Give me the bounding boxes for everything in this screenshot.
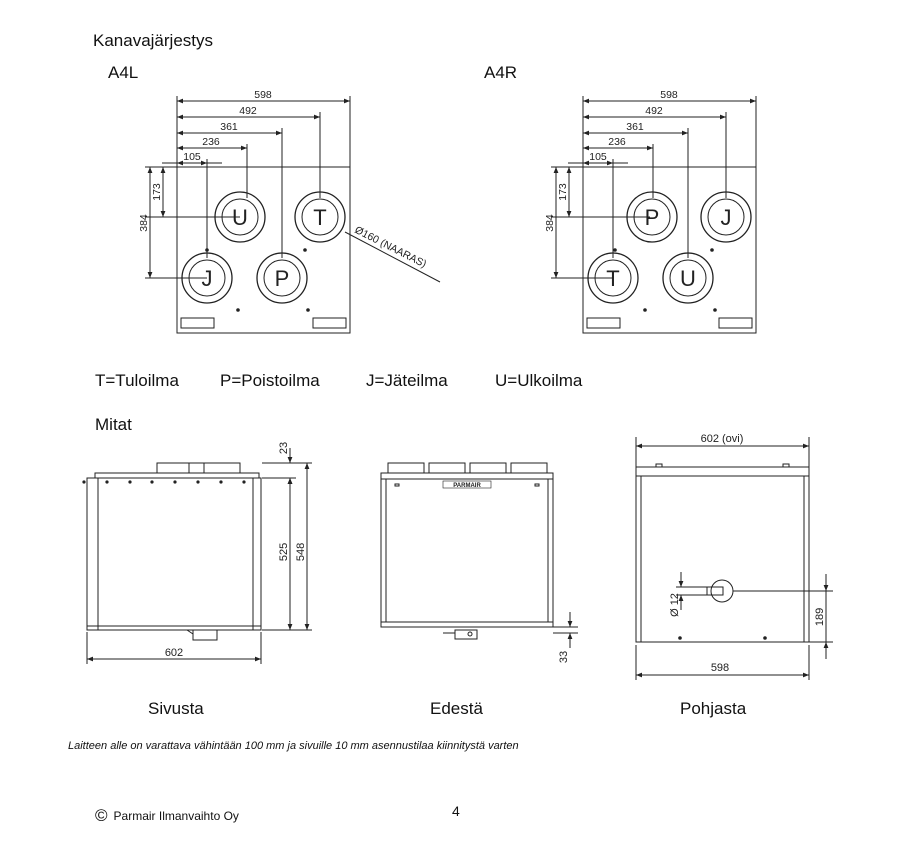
a4l-label: A4L xyxy=(108,63,139,82)
legend-t: T=Tuloilma xyxy=(95,371,179,390)
front-view-body xyxy=(380,478,554,628)
a4l-diameter-note: Ø160 (NAARAS) xyxy=(353,224,429,270)
a4l-port-u-label: U xyxy=(232,205,248,230)
caption-edesta: Edestä xyxy=(430,699,483,718)
a4r-port-j-label: J xyxy=(721,205,732,230)
a4l-port-p xyxy=(256,252,308,304)
a4l-port-j-label: J xyxy=(202,266,213,291)
footer: © Parmair Ilmanvaihto Oy xyxy=(95,806,239,825)
side-dim-23: 23 xyxy=(278,442,290,454)
a4l-drawing xyxy=(145,96,441,334)
a4l-dim-598: 598 xyxy=(254,89,272,101)
a4r-dim-384: 384 xyxy=(544,214,556,232)
side-dim-602: 602 xyxy=(165,647,183,659)
bottom-dim-189: 189 xyxy=(814,608,826,626)
side-dim-548: 548 xyxy=(295,543,307,561)
section-title: Kanavajärjestys xyxy=(93,31,214,50)
a4l-port-t-label: T xyxy=(313,205,326,230)
a4r-dim-361: 361 xyxy=(626,121,644,133)
bottom-dim-598: 598 xyxy=(711,662,729,674)
legend-j: J=Jäteilma xyxy=(366,371,448,390)
caption-pohjasta: Pohjasta xyxy=(680,699,747,718)
mitat-title: Mitat xyxy=(95,415,132,434)
side-view-body xyxy=(86,477,262,631)
a4l-dim-361: 361 xyxy=(220,121,238,133)
a4r-label: A4R xyxy=(484,63,518,82)
a4r-port-u xyxy=(662,252,714,304)
footer-company: Parmair Ilmanvaihto Oy xyxy=(113,809,239,823)
a4l-dim-236: 236 xyxy=(202,136,220,148)
a4l-dim-173: 173 xyxy=(151,183,163,201)
bottom-drain-circle xyxy=(710,579,734,603)
bottom-dim-d12: Ø 12 xyxy=(669,593,681,617)
a4l-unit-outline xyxy=(176,166,351,334)
a4r-unit-outline xyxy=(582,166,757,334)
a4l-dim-105: 105 xyxy=(183,151,201,163)
a4r-port-p-label: P xyxy=(645,205,660,230)
front-dim-33: 33 xyxy=(558,651,570,663)
a4r-dim-105: 105 xyxy=(589,151,607,163)
legend-u: U=Ulkoilma xyxy=(495,371,583,390)
a4l-port-p-label: P xyxy=(275,266,290,291)
bottom-view-drawing xyxy=(635,437,833,680)
a4r-port-u-label: U xyxy=(680,266,696,291)
side-view-drawing xyxy=(82,448,312,664)
copyright-icon: © xyxy=(95,806,108,825)
a4r-port-t-label: T xyxy=(606,266,619,291)
a4r-drawing xyxy=(551,96,757,334)
a4l-port-t xyxy=(294,191,346,243)
a4r-port-t xyxy=(587,252,639,304)
front-brand-logo: PARMAIR xyxy=(453,483,481,489)
page-number: 4 xyxy=(452,803,460,819)
front-view-drawing xyxy=(380,462,578,648)
side-dim-525: 525 xyxy=(278,543,290,561)
a4r-dim-236: 236 xyxy=(608,136,626,148)
a4l-port-j xyxy=(181,252,233,304)
bottom-view-body xyxy=(635,475,810,643)
legend-p: P=Poistoilma xyxy=(220,371,320,390)
installation-note: Laitteen alle on varattava vähintään 100… xyxy=(68,740,519,752)
a4r-port-j xyxy=(700,191,752,243)
bottom-dim-602-ovi: 602 (ovi) xyxy=(701,433,744,445)
a4r-dim-598: 598 xyxy=(660,89,678,101)
a4r-port-p xyxy=(626,191,678,243)
a4l-port-u xyxy=(214,191,266,243)
a4r-dim-492: 492 xyxy=(645,105,663,117)
a4l-dim-384: 384 xyxy=(138,214,150,232)
a4l-dim-492: 492 xyxy=(239,105,257,117)
caption-sivusta: Sivusta xyxy=(148,699,204,718)
a4r-dim-173: 173 xyxy=(557,183,569,201)
